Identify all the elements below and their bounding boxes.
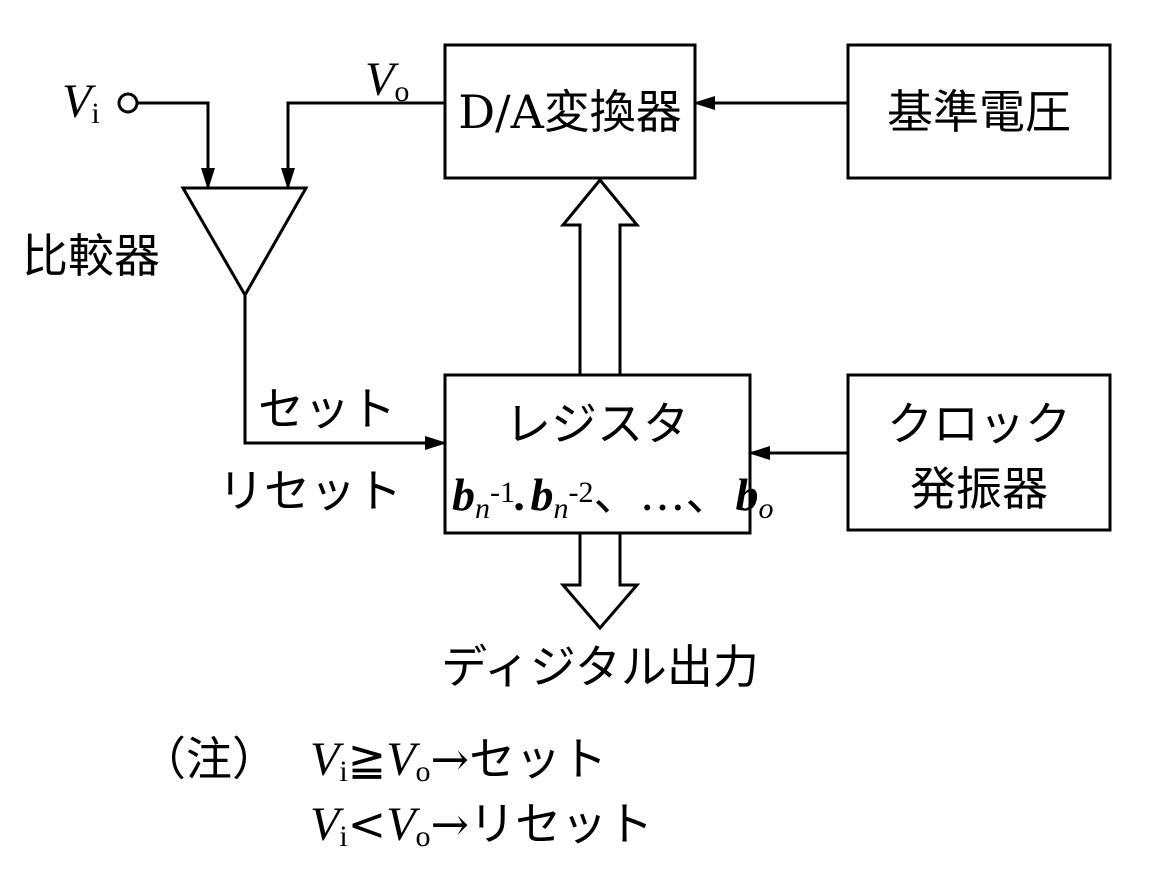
dac-block — [443, 43, 697, 180]
comparator-to-register-wire — [243, 295, 447, 450]
register-label: レジスタ — [505, 397, 689, 451]
reference-voltage-block — [846, 43, 1112, 180]
vi-terminal — [117, 92, 139, 114]
set-label: セット — [258, 382, 396, 436]
clock-label-line1: クロック — [887, 397, 1071, 451]
note-line1: Vi≧Vo→セット — [310, 732, 607, 788]
bus-arrow-up — [559, 177, 641, 375]
vi-label: Vi — [62, 75, 100, 130]
clock-label-line2: 発振器 — [910, 462, 1048, 516]
note-prefix: （注） — [140, 732, 278, 786]
digital-output-label: ディジタル出力 — [441, 640, 759, 694]
comparator-triangle — [180, 186, 309, 299]
bus-arrow-down — [559, 533, 641, 631]
vo-wire — [281, 101, 445, 190]
comparator-label: 比較器 — [22, 229, 160, 283]
dac-label: D/A変換器 — [458, 85, 682, 139]
reference-voltage-label: 基準電圧 — [887, 85, 1071, 139]
note-line2: Vi<Vo→リセット — [310, 797, 653, 853]
register-bits: bn-1. bn-2、…、 bo — [452, 467, 774, 525]
vi-wire — [137, 101, 215, 190]
vo-label: Vo — [365, 53, 409, 108]
reset-label: リセット — [218, 464, 402, 518]
